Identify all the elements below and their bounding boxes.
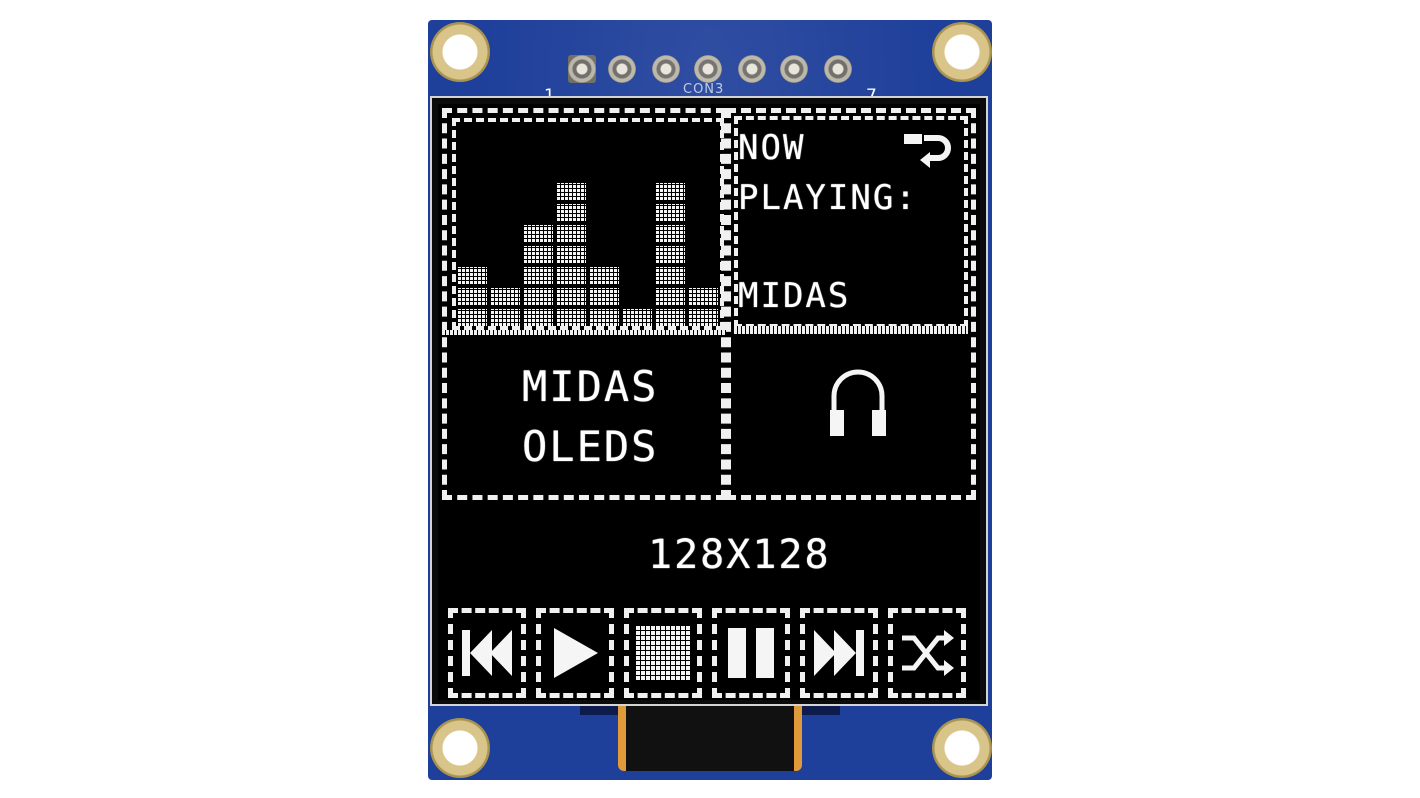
header-pin [738,55,766,83]
next-icon [814,630,864,676]
equalizer-segment [590,309,619,326]
next-button[interactable] [800,608,878,698]
now-playing-underline [734,326,968,334]
equalizer-segment [656,225,685,242]
header-pin [780,55,808,83]
now-playing-line1: NOW [738,128,806,168]
header-pin [568,55,596,83]
equalizer-segment [458,288,487,305]
equalizer-segment [458,309,487,326]
equalizer-segment [689,309,718,326]
brand-line1: MIDAS [522,362,659,411]
equalizer-segment [557,309,586,326]
shuffle-icon [902,630,954,676]
play-button[interactable] [536,608,614,698]
now-playing-line2: PLAYING: [738,178,918,218]
equalizer-segment [689,288,718,305]
equalizer-segment [524,288,553,305]
equalizer-segment [557,225,586,242]
previous-button[interactable] [448,608,526,698]
repeat-icon [904,134,951,168]
brand-line2: OLEDS [522,422,659,471]
equalizer-segment [458,267,487,284]
equalizer-segment [590,267,619,284]
now-playing-panel [726,108,976,500]
connector-label: CON3 [683,82,725,97]
equalizer-segment [623,309,652,326]
equalizer-segment [557,267,586,284]
mounting-hole-bottom-right [932,718,992,778]
equalizer-segment [590,288,619,305]
header-pin [652,55,680,83]
stop-icon [636,626,690,680]
equalizer-segment [557,246,586,263]
pause-button[interactable] [712,608,790,698]
equalizer-bars [456,122,720,326]
equalizer-segment [656,288,685,305]
equalizer-segment [557,204,586,221]
equalizer-segment [656,309,685,326]
flex-cable [618,705,802,771]
now-playing-title: MIDAS [738,276,851,316]
oled-screen: NOW PLAYING: MIDAS MIDAS OLEDS 128X128 [438,104,980,700]
equalizer-segment [524,225,553,242]
shuffle-button[interactable] [888,608,966,698]
equalizer-segment [656,183,685,200]
equalizer-segment [557,288,586,305]
play-icon [554,628,598,678]
equalizer-segment [524,267,553,284]
brand-panel-divider [442,330,726,335]
header-pin [824,55,852,83]
equalizer-segment [656,267,685,284]
equalizer-segment [524,246,553,263]
mounting-hole-top-left [430,22,490,82]
equalizer-segment [491,309,520,326]
equalizer-inner-frame [452,118,724,330]
previous-icon [462,630,512,676]
equalizer-segment [656,246,685,263]
stop-button[interactable] [624,608,702,698]
equalizer-segment [491,288,520,305]
resolution-label: 128X128 [648,532,831,578]
equalizer-segment [557,183,586,200]
equalizer-segment [524,309,553,326]
pause-icon [728,628,774,678]
equalizer-segment [656,204,685,221]
mounting-hole-top-right [932,22,992,82]
header-pin [694,55,722,83]
header-pin [608,55,636,83]
headphones-icon [830,369,886,436]
mounting-hole-bottom-left [430,718,490,778]
